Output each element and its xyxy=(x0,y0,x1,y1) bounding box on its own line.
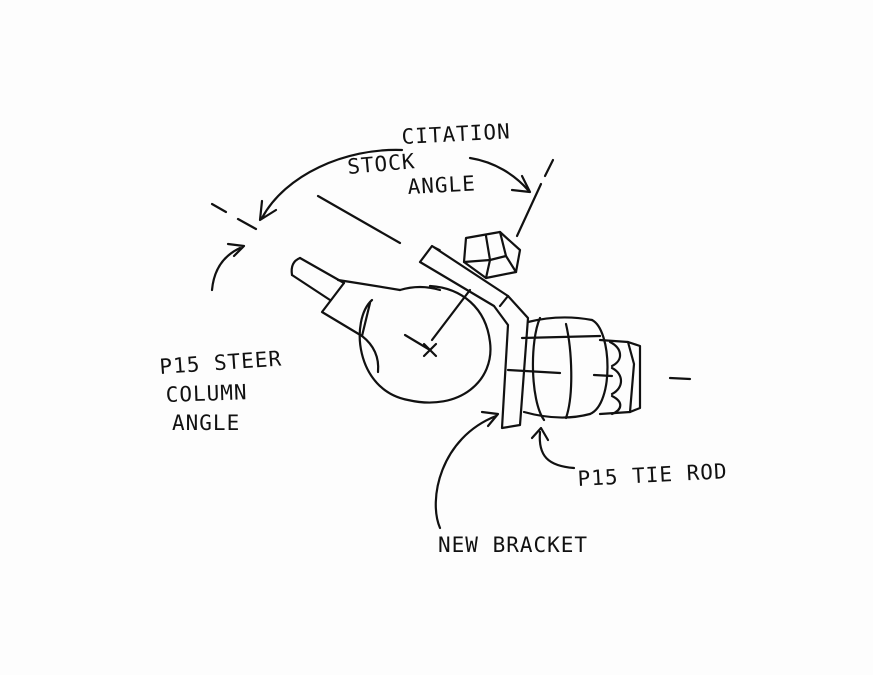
tie-rod-boot xyxy=(520,316,609,422)
label-p15-steer: P15 STEER xyxy=(159,346,283,379)
label-column: COLUMN xyxy=(165,380,248,407)
citation-axis xyxy=(430,158,555,342)
tie-rod-nut xyxy=(598,338,642,416)
column-shaft-stub xyxy=(290,256,346,302)
bracket-nut xyxy=(462,230,522,280)
ball-joint xyxy=(320,278,492,404)
label-new-bracket: NEW BRACKET xyxy=(438,533,588,557)
label-angle-left: ANGLE xyxy=(172,411,240,435)
new-bracket xyxy=(418,244,530,430)
leader-tie-rod xyxy=(530,426,576,470)
label-stock: STOCK xyxy=(346,149,416,179)
label-citation: CITATION xyxy=(401,119,511,149)
center-mark xyxy=(422,342,438,358)
steer-column-axis xyxy=(210,194,432,352)
tie-rod-axis xyxy=(506,368,692,381)
label-angle-top: ANGLE xyxy=(407,171,476,199)
leader-steer-column xyxy=(210,242,246,292)
label-p15-tie-rod: P15 TIE ROD xyxy=(577,459,728,491)
leader-new-bracket xyxy=(434,410,500,530)
angle-arc xyxy=(258,148,532,222)
